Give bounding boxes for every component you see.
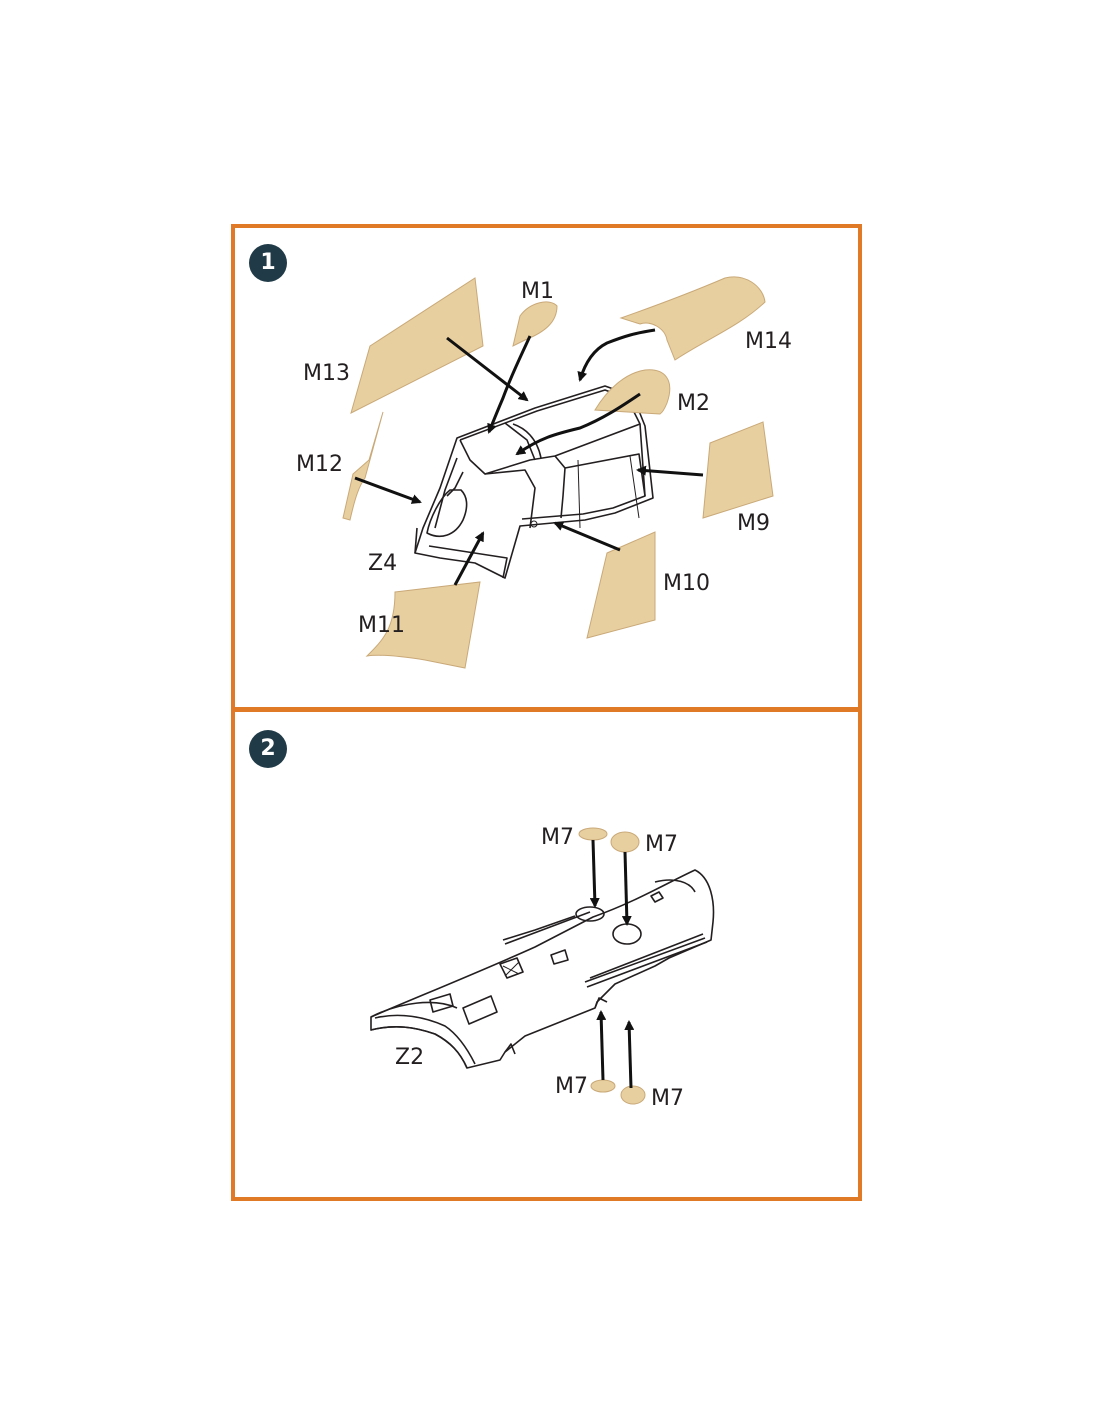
label-m11: M11 — [358, 613, 405, 638]
mask-m2 — [594, 369, 671, 415]
mask-m7-bottom-left — [590, 1079, 616, 1093]
label-m13: M13 — [303, 361, 350, 386]
step-2-diagram: M7 M7 Z2 M7 M7 — [370, 825, 715, 1111]
label-z2: Z2 — [395, 1045, 424, 1070]
mask-m7-top-right — [610, 831, 640, 853]
mask-m13 — [350, 277, 484, 414]
canopy-z4-drawing — [414, 385, 654, 579]
label-m1: M1 — [521, 279, 554, 304]
mask-m7-bottom-right — [620, 1085, 646, 1105]
step-1-arrows — [354, 328, 704, 586]
label-m10: M10 — [663, 571, 710, 596]
step-1-panel: 1 — [231, 224, 862, 711]
step-2-arrows — [589, 839, 635, 1089]
label-m7-bottom-right: M7 — [651, 1086, 684, 1111]
step-2-panel: 2 — [231, 708, 862, 1201]
label-z4: Z4 — [368, 551, 397, 576]
mask-m14 — [619, 276, 766, 361]
step-2-badge: 2 — [249, 730, 287, 768]
label-m12: M12 — [296, 452, 343, 477]
mask-m9 — [702, 421, 774, 519]
mask-m11 — [365, 581, 481, 669]
mask-m7-top-left — [578, 827, 608, 841]
label-m14: M14 — [745, 329, 792, 354]
step-1-badge: 1 — [249, 244, 287, 282]
roof-z2-drawing — [370, 869, 715, 1069]
label-m2: M2 — [677, 391, 710, 416]
mask-m10 — [586, 531, 656, 639]
label-m7-bottom-left: M7 — [555, 1074, 588, 1099]
step-1-diagram: M1 M14 M13 M2 M12 M9 Z4 M10 M11 — [296, 276, 792, 669]
label-m7-top-left: M7 — [541, 825, 574, 850]
label-m7-top-right: M7 — [645, 832, 678, 857]
label-m9: M9 — [737, 511, 770, 536]
mask-m12 — [342, 411, 384, 521]
mask-m1 — [512, 301, 558, 347]
